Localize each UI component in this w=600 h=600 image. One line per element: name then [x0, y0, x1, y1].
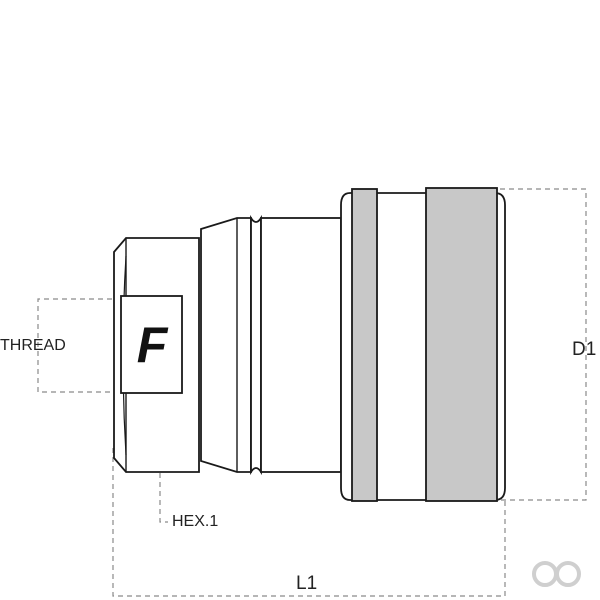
coupling-body: [113, 187, 506, 502]
thread-dimension: [37, 298, 112, 393]
logo-plate: [120, 295, 183, 394]
hex-leader: [159, 455, 168, 523]
l1-label: L1: [296, 573, 318, 594]
logo-letter: F: [137, 317, 169, 373]
brand-logo: F: [120, 295, 183, 394]
watermark-icon: [532, 561, 581, 587]
dimension-lines: [37, 188, 587, 597]
l1-dimension: [112, 448, 506, 597]
tapered-collar: [200, 217, 252, 473]
groove: [250, 214, 262, 476]
main-body: [260, 217, 342, 473]
d1-label: D1: [572, 339, 597, 360]
sleeve-ring: [351, 188, 378, 502]
sleeve-grip-band: [425, 187, 498, 502]
thread-label: THREAD: [0, 337, 66, 354]
hex-label: HEX.1: [172, 513, 219, 530]
